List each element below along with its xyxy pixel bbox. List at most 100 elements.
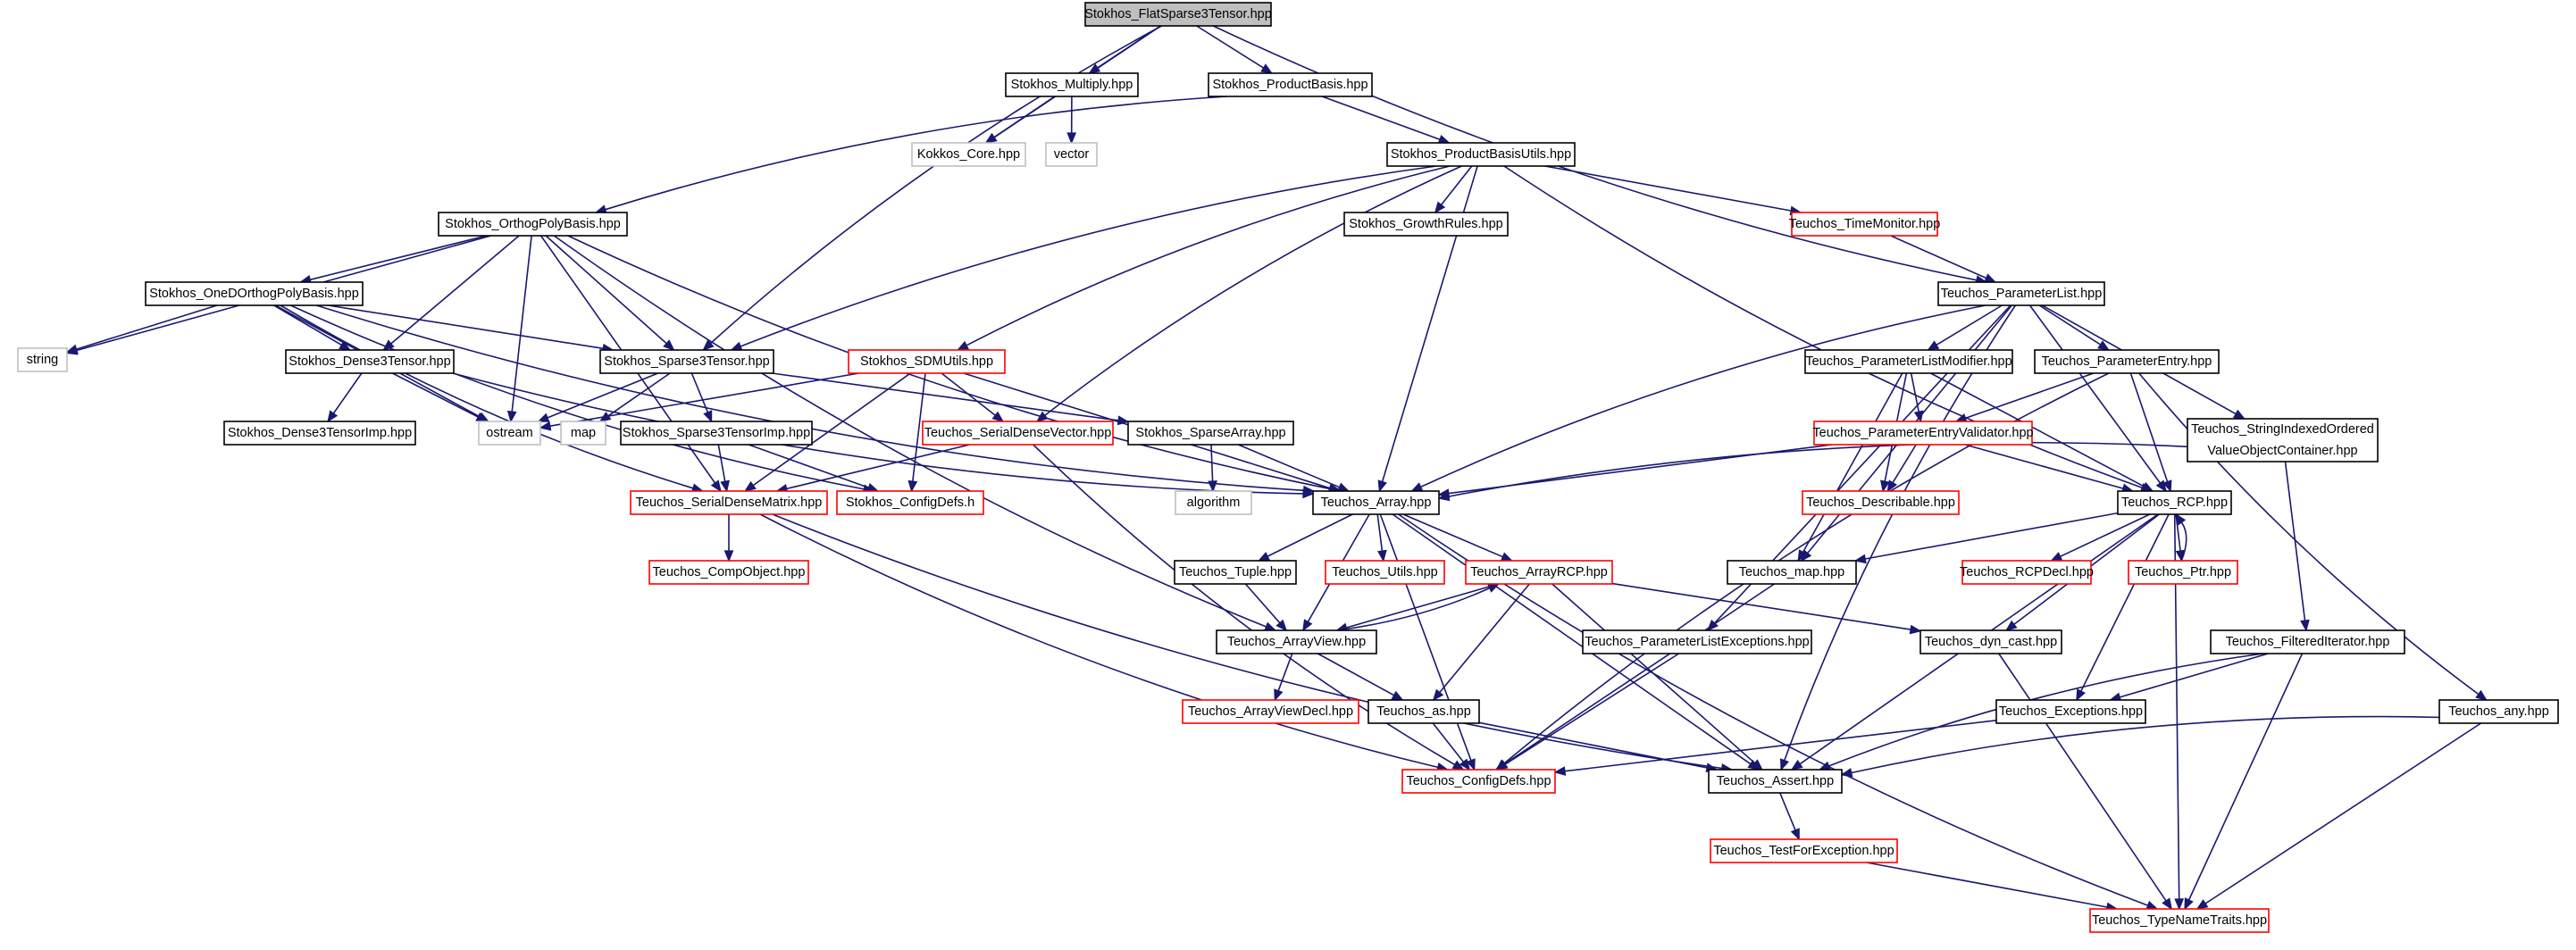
arrowhead-icon xyxy=(2232,409,2246,420)
node-teuchos-describable[interactable]: Teuchos_Describable.hpp xyxy=(1802,490,1960,515)
node-teuchos-stringindexedordered-valueobjectcontainer[interactable]: Teuchos_StringIndexedOrderedValueObjectC… xyxy=(2187,418,2379,462)
arrowhead-icon xyxy=(327,410,339,423)
node-teuchos-dyn-cast[interactable]: Teuchos_dyn_cast.hpp xyxy=(1919,629,2062,654)
node-teuchos-assert[interactable]: Teuchos_Assert.hpp xyxy=(1708,769,1843,794)
node-stokhos-sparsearray[interactable]: Stokhos_SparseArray.hpp xyxy=(1127,421,1294,446)
node-stokhos-dense3tensor[interactable]: Stokhos_Dense3Tensor.hpp xyxy=(285,349,455,374)
node-stokhos-orthogpolybasis[interactable]: Stokhos_OrthogPolyBasis.hpp xyxy=(438,212,628,237)
node-stokhos-sdmutils[interactable]: Stokhos_SDMUtils.hpp xyxy=(848,349,1006,374)
edges-layer xyxy=(65,25,2488,912)
node-teuchos-serialdensevector[interactable]: Teuchos_SerialDenseVector.hpp xyxy=(922,421,1114,446)
node-label: vector xyxy=(1054,147,1090,162)
arrowhead-icon xyxy=(539,421,552,431)
edge-line xyxy=(1210,444,1214,482)
node-box xyxy=(1802,490,1960,515)
node-stokhos-onedorthogpolybasis[interactable]: Stokhos_OneDOrthogPolyBasis.hpp xyxy=(145,281,364,306)
edge-ptr-to-rcp xyxy=(2175,512,2187,562)
edge-line xyxy=(1866,862,2108,908)
node-box xyxy=(2034,349,2220,374)
node-stokhos-sparse3tensorimp[interactable]: Stokhos_Sparse3TensorImp.hpp xyxy=(620,421,813,446)
node-vector: vector xyxy=(1045,142,1098,167)
node-stokhos-configdefs[interactable]: Stokhos_ConfigDefs.h xyxy=(836,490,984,515)
node-teuchos-arrayrcp[interactable]: Teuchos_ArrayRCP.hpp xyxy=(1465,560,1613,585)
edge-line xyxy=(1267,513,1353,557)
arrowhead-icon xyxy=(2162,479,2172,493)
node-teuchos-exceptions[interactable]: Teuchos_Exceptions.hpp xyxy=(1995,699,2146,724)
node-stokhos-dense3tensorimp[interactable]: Stokhos_Dense3TensorImp.hpp xyxy=(223,421,416,446)
node-label: Stokhos_Multiply.hpp xyxy=(1011,78,1133,92)
edge-sdmu-to-sdv xyxy=(941,372,1005,422)
node-teuchos-parameterentryvalidator[interactable]: Teuchos_ParameterEntryValidator.hpp xyxy=(1812,421,2034,446)
node-teuchos-any[interactable]: Teuchos_any.hpp xyxy=(2438,699,2559,724)
node-teuchos-configdefs[interactable]: Teuchos_ConfigDefs.hpp xyxy=(1401,769,1556,794)
node-stokhos-growthrules[interactable]: Stokhos_GrowthRules.hpp xyxy=(1343,212,1509,237)
node-teuchos-utils[interactable]: Teuchos_Utils.hpp xyxy=(1325,560,1445,585)
node-teuchos-arrayviewdecl[interactable]: Teuchos_ArrayViewDecl.hpp xyxy=(1182,699,1359,724)
edge-pl-to-arr xyxy=(1410,304,1986,492)
edge-line xyxy=(772,372,1119,421)
node-teuchos-array[interactable]: Teuchos_Array.hpp xyxy=(1312,490,1440,515)
node-teuchos-tuple[interactable]: Teuchos_Tuple.hpp xyxy=(1174,560,1297,585)
arrowhead-icon xyxy=(1377,549,1387,562)
node-teuchos-typenametraits[interactable]: Teuchos_TypeNameTraits.hpp xyxy=(2089,908,2270,933)
arrowhead-icon xyxy=(2076,688,2086,702)
node-box xyxy=(1791,212,1938,237)
node-stokhos-flatsparse3tensor[interactable]: Stokhos_FlatSparse3Tensor.hpp xyxy=(1084,2,1272,27)
edge-line xyxy=(1321,96,1441,140)
edge-flat-to-s3t xyxy=(702,25,1162,352)
node-teuchos-filterediterator[interactable]: Teuchos_FilteredIterator.hpp xyxy=(2210,629,2405,654)
edge-line xyxy=(1420,304,1986,488)
edge-line xyxy=(1930,372,2145,488)
node-teuchos-rcpdecl[interactable]: Teuchos_RCPDecl.hpp xyxy=(1960,560,2094,585)
edge-tfe-to-tnt xyxy=(1866,862,2119,912)
node-stokhos-productbasisutils[interactable]: Stokhos_ProductBasisUtils.hpp xyxy=(1386,142,1576,167)
node-box xyxy=(1182,699,1359,724)
node-label: string xyxy=(27,353,58,367)
node-stokhos-multiply[interactable]: Stokhos_Multiply.hpp xyxy=(1005,72,1139,97)
edge-odopb-to-string xyxy=(65,304,218,354)
edge-line xyxy=(1936,304,2003,346)
node-label: Teuchos_SerialDenseMatrix.hpp xyxy=(636,496,823,510)
edge-s3ti-to-scd xyxy=(748,444,880,493)
edge-line xyxy=(390,235,520,345)
arrowhead-icon xyxy=(1495,760,1509,771)
node-teuchos-timemonitor[interactable]: Teuchos_TimeMonitor.hpp xyxy=(1789,212,1941,237)
arrowhead-icon xyxy=(1466,758,1476,771)
node-teuchos-parameterlistexceptions[interactable]: Teuchos_ParameterListExceptions.hpp xyxy=(1582,629,1812,654)
node-teuchos-arrayview[interactable]: Teuchos_ArrayView.hpp xyxy=(1216,629,1377,654)
node-teuchos-as[interactable]: Teuchos_as.hpp xyxy=(1367,699,1480,724)
node-stokhos-sparse3tensor[interactable]: Stokhos_Sparse3Tensor.hpp xyxy=(599,349,774,374)
edge-opb-to-s3t xyxy=(545,235,675,352)
edge-rcp-to-tmap xyxy=(1853,512,2119,564)
edge-line xyxy=(2129,372,2169,482)
node-teuchos-map[interactable]: Teuchos_map.hpp xyxy=(1727,560,1857,585)
edge-line xyxy=(1440,165,1473,205)
node-teuchos-parameterlistmodifier[interactable]: Teuchos_ParameterListModifier.hpp xyxy=(1804,349,2013,374)
node-teuchos-rcp[interactable]: Teuchos_RCP.hpp xyxy=(2117,490,2232,515)
node-teuchos-testforexception[interactable]: Teuchos_TestForException.hpp xyxy=(1710,838,1898,863)
node-teuchos-parameterentry[interactable]: Teuchos_ParameterEntry.hpp xyxy=(2034,349,2220,374)
edge-line xyxy=(1779,792,1796,831)
node-label: Teuchos_any.hpp xyxy=(2448,704,2549,719)
arrowhead-icon xyxy=(1790,828,1800,841)
node-label: Stokhos_SparseArray.hpp xyxy=(1135,426,1285,440)
node-box xyxy=(1995,699,2146,724)
edge-line xyxy=(1379,513,1472,761)
arrowhead-icon xyxy=(1790,759,1803,771)
node-teuchos-ptr[interactable]: Teuchos_Ptr.hpp xyxy=(2128,560,2238,585)
edge-line xyxy=(392,372,479,418)
node-ostream: ostream xyxy=(478,421,541,446)
node-label: Stokhos_OrthogPolyBasis.hpp xyxy=(445,217,621,231)
edge-line xyxy=(1212,25,1978,281)
node-box xyxy=(1367,699,1480,724)
node-box xyxy=(911,142,1026,167)
edge-line xyxy=(1381,165,1478,482)
node-stokhos-productbasis[interactable]: Stokhos_ProductBasis.hpp xyxy=(1208,72,1373,97)
node-box xyxy=(599,349,774,374)
node-teuchos-serialdensematrix[interactable]: Teuchos_SerialDenseMatrix.hpp xyxy=(630,490,828,515)
edge-line xyxy=(1998,653,2167,902)
node-teuchos-parameterlist[interactable]: Teuchos_ParameterList.hpp xyxy=(1937,281,2105,306)
node-label: Teuchos_ArrayRCP.hpp xyxy=(1470,565,1608,579)
node-teuchos-compobject[interactable]: Teuchos_CompObject.hpp xyxy=(648,560,809,585)
edge-line xyxy=(549,372,859,427)
